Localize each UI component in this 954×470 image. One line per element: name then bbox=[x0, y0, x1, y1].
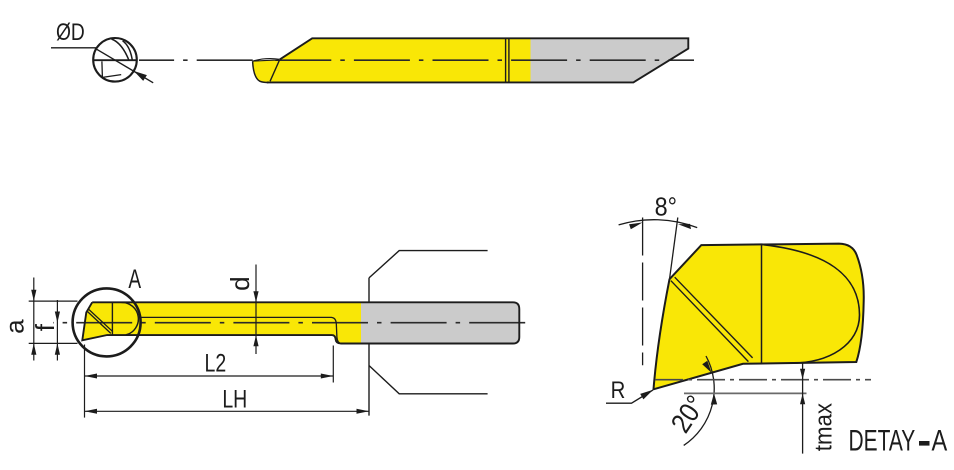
svg-text:A: A bbox=[932, 424, 948, 457]
svg-text:A: A bbox=[128, 264, 141, 294]
svg-text:L2: L2 bbox=[205, 349, 227, 377]
svg-text:a: a bbox=[0, 319, 29, 334]
svg-text:R: R bbox=[611, 376, 626, 403]
svg-text:LH: LH bbox=[222, 385, 247, 413]
svg-text:DETAY: DETAY bbox=[849, 425, 916, 457]
svg-text:20°: 20° bbox=[664, 390, 711, 439]
svg-text:8°: 8° bbox=[655, 194, 677, 222]
svg-text:ØD: ØD bbox=[56, 18, 85, 46]
svg-text:d: d bbox=[225, 276, 255, 290]
svg-text:tmax: tmax bbox=[809, 403, 836, 452]
svg-text:f: f bbox=[30, 323, 60, 331]
